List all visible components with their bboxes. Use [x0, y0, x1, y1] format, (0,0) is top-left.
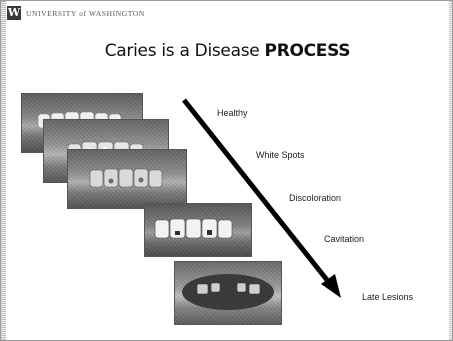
stage-label-late-lesions: Late Lesions [362, 292, 413, 302]
stage-label-healthy: Healthy [217, 108, 248, 118]
stage-label-white-spots: White Spots [256, 150, 305, 160]
stage-label-cavitation: Cavitation [324, 234, 364, 244]
stage-label-discoloration: Discoloration [289, 193, 341, 203]
